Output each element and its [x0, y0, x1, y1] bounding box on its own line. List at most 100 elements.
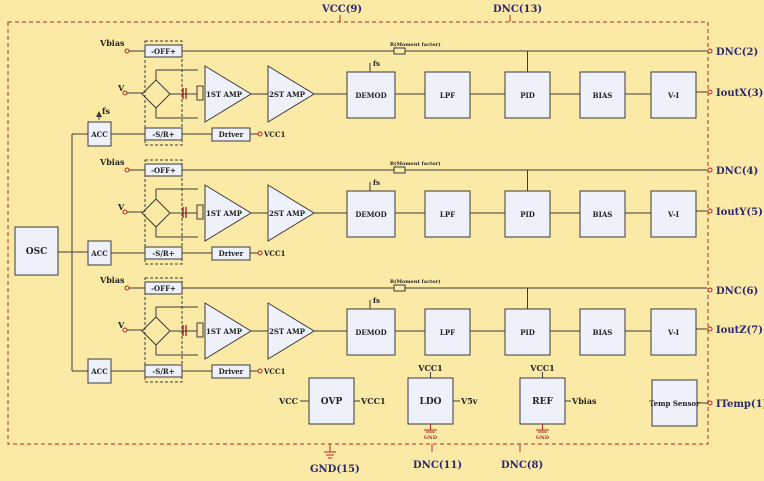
ref-supply-label: VCC1: [529, 363, 555, 373]
vcc1-label: VCC1: [263, 367, 286, 376]
pin-dnc11: DNC(11): [413, 444, 462, 471]
sr-label: -S/R+: [152, 130, 174, 139]
ovp-group: OVP VCC VCC1: [278, 377, 386, 425]
pin-vcc: VCC(9): [321, 4, 362, 22]
pid-label: PID: [520, 91, 535, 100]
pin-itemp: ITemp(1): [707, 399, 764, 410]
input-resistor: [196, 85, 204, 101]
demod-fs-label: fs: [373, 178, 380, 187]
pin-dnc13: DNC(13): [493, 4, 542, 22]
moment-factor-label: R(Moment factor): [390, 278, 441, 285]
chip-boundary: [7, 21, 709, 445]
svg-text:ITemp(1): ITemp(1): [716, 399, 764, 410]
first-amplifier: [204, 65, 252, 123]
first-amplifier: [204, 302, 252, 360]
acc-label: ACC: [90, 367, 108, 376]
moment-resistor: [393, 166, 406, 174]
sensor-frame: [144, 40, 183, 146]
sensor-bridge: [141, 316, 171, 346]
sr-label: -S/R+: [152, 367, 174, 376]
demod-fs-label: fs: [373, 59, 380, 68]
ldo-output-label: V5v: [460, 396, 478, 406]
osc-block: [14, 226, 59, 276]
ref-output-label: Vbias: [571, 396, 597, 406]
pid-label: PID: [520, 328, 535, 337]
lpf-label: LPF: [440, 328, 455, 337]
svg-text:VCC(9): VCC(9): [321, 4, 362, 15]
temp-sensor-block: [651, 379, 698, 427]
bias-block: [579, 190, 626, 238]
v-input-label: V: [117, 320, 125, 330]
bias-label: BIAS: [593, 328, 613, 337]
vbias-label: Vbias: [99, 275, 125, 285]
lpf-label: LPF: [440, 210, 455, 219]
moment-resistor: [393, 284, 406, 292]
moment-factor-label: R(Moment factor): [390, 160, 441, 167]
first-amp-label: 1ST AMP: [206, 90, 243, 99]
demod-block: [346, 71, 396, 119]
demod-label: DEMOD: [355, 91, 386, 100]
sensor-frame: [144, 277, 183, 383]
ovp-block: [308, 377, 355, 425]
vbias-label: Vbias: [99, 157, 125, 167]
sensor-frame: [144, 159, 183, 265]
ref-ground-label: GND: [536, 435, 550, 441]
ref-group: REF VCC1 Vbias GND: [519, 363, 597, 441]
pid-block: [504, 190, 551, 238]
v-input-pin: [122, 209, 128, 215]
vcc1-pin: [257, 368, 263, 374]
temp-sensor-label: Temp Sensor: [649, 399, 700, 408]
bias-block: [579, 308, 626, 356]
svg-text:DNC(11): DNC(11): [413, 460, 462, 471]
driver-label: Driver: [219, 130, 244, 139]
pin-dnc6: DNC(6): [707, 286, 758, 297]
axis-channels: Vbias -OFF+ R(Moment factor) V 1ST AMP 2ST AM…: [87, 38, 707, 384]
pin-dnc4: DNC(4): [707, 166, 758, 177]
svg-text:DNC(4): DNC(4): [716, 166, 758, 177]
bias-label: BIAS: [593, 91, 613, 100]
vbias-pin: [124, 285, 130, 291]
v-i-block: [650, 71, 697, 119]
svg-text:IoutY(5): IoutY(5): [716, 207, 763, 218]
second-amp-label: 2ST AMP: [269, 209, 306, 218]
lpf-block: [424, 190, 471, 238]
input-resistor: [196, 204, 204, 220]
svg-text:DNC(8): DNC(8): [501, 460, 543, 471]
pid-label: PID: [520, 210, 535, 219]
sensor-bridge: [141, 79, 171, 109]
acc-label: ACC: [90, 130, 108, 139]
ldo-group: LDO VCC1 V5v GND: [407, 363, 478, 441]
lpf-block: [424, 308, 471, 356]
ovp-label: OVP: [321, 397, 343, 407]
ldo-ground-label: GND: [424, 435, 438, 441]
svg-text:DNC(2): DNC(2): [716, 47, 758, 58]
bias-label: BIAS: [593, 210, 613, 219]
driver-label: Driver: [219, 367, 244, 376]
second-amp-label: 2ST AMP: [269, 90, 306, 99]
vcc1-label: VCC1: [263, 130, 286, 139]
svg-text:IoutX(3): IoutX(3): [716, 88, 763, 99]
pin-dnc8: DNC(8): [501, 444, 543, 471]
offset-label: -OFF+: [151, 47, 176, 56]
demod-fs-label: fs: [373, 296, 380, 305]
first-amp-label: 1ST AMP: [206, 209, 243, 218]
moment-factor-label: R(Moment factor): [390, 41, 441, 48]
v-input-label: V: [117, 83, 125, 93]
second-amplifier: [267, 184, 315, 242]
sr-label: -S/R+: [152, 249, 174, 258]
pin-ioutz: IoutZ(7): [707, 325, 763, 336]
ldo-label: LDO: [420, 397, 442, 407]
v-input-pin: [122, 90, 128, 96]
acc-label: ACC: [90, 249, 108, 258]
ldo-block: [407, 377, 454, 425]
v-i-block: [650, 308, 697, 356]
pid-block: [504, 71, 551, 119]
temp-sensor-group: Temp Sensor: [649, 379, 708, 427]
svg-text:IoutZ(7): IoutZ(7): [716, 325, 763, 336]
v-i-label: V-I: [667, 328, 679, 337]
svg-text:DNC(6): DNC(6): [716, 286, 758, 297]
v-i-label: V-I: [667, 210, 679, 219]
v-i-block: [650, 190, 697, 238]
second-amplifier: [267, 65, 315, 123]
